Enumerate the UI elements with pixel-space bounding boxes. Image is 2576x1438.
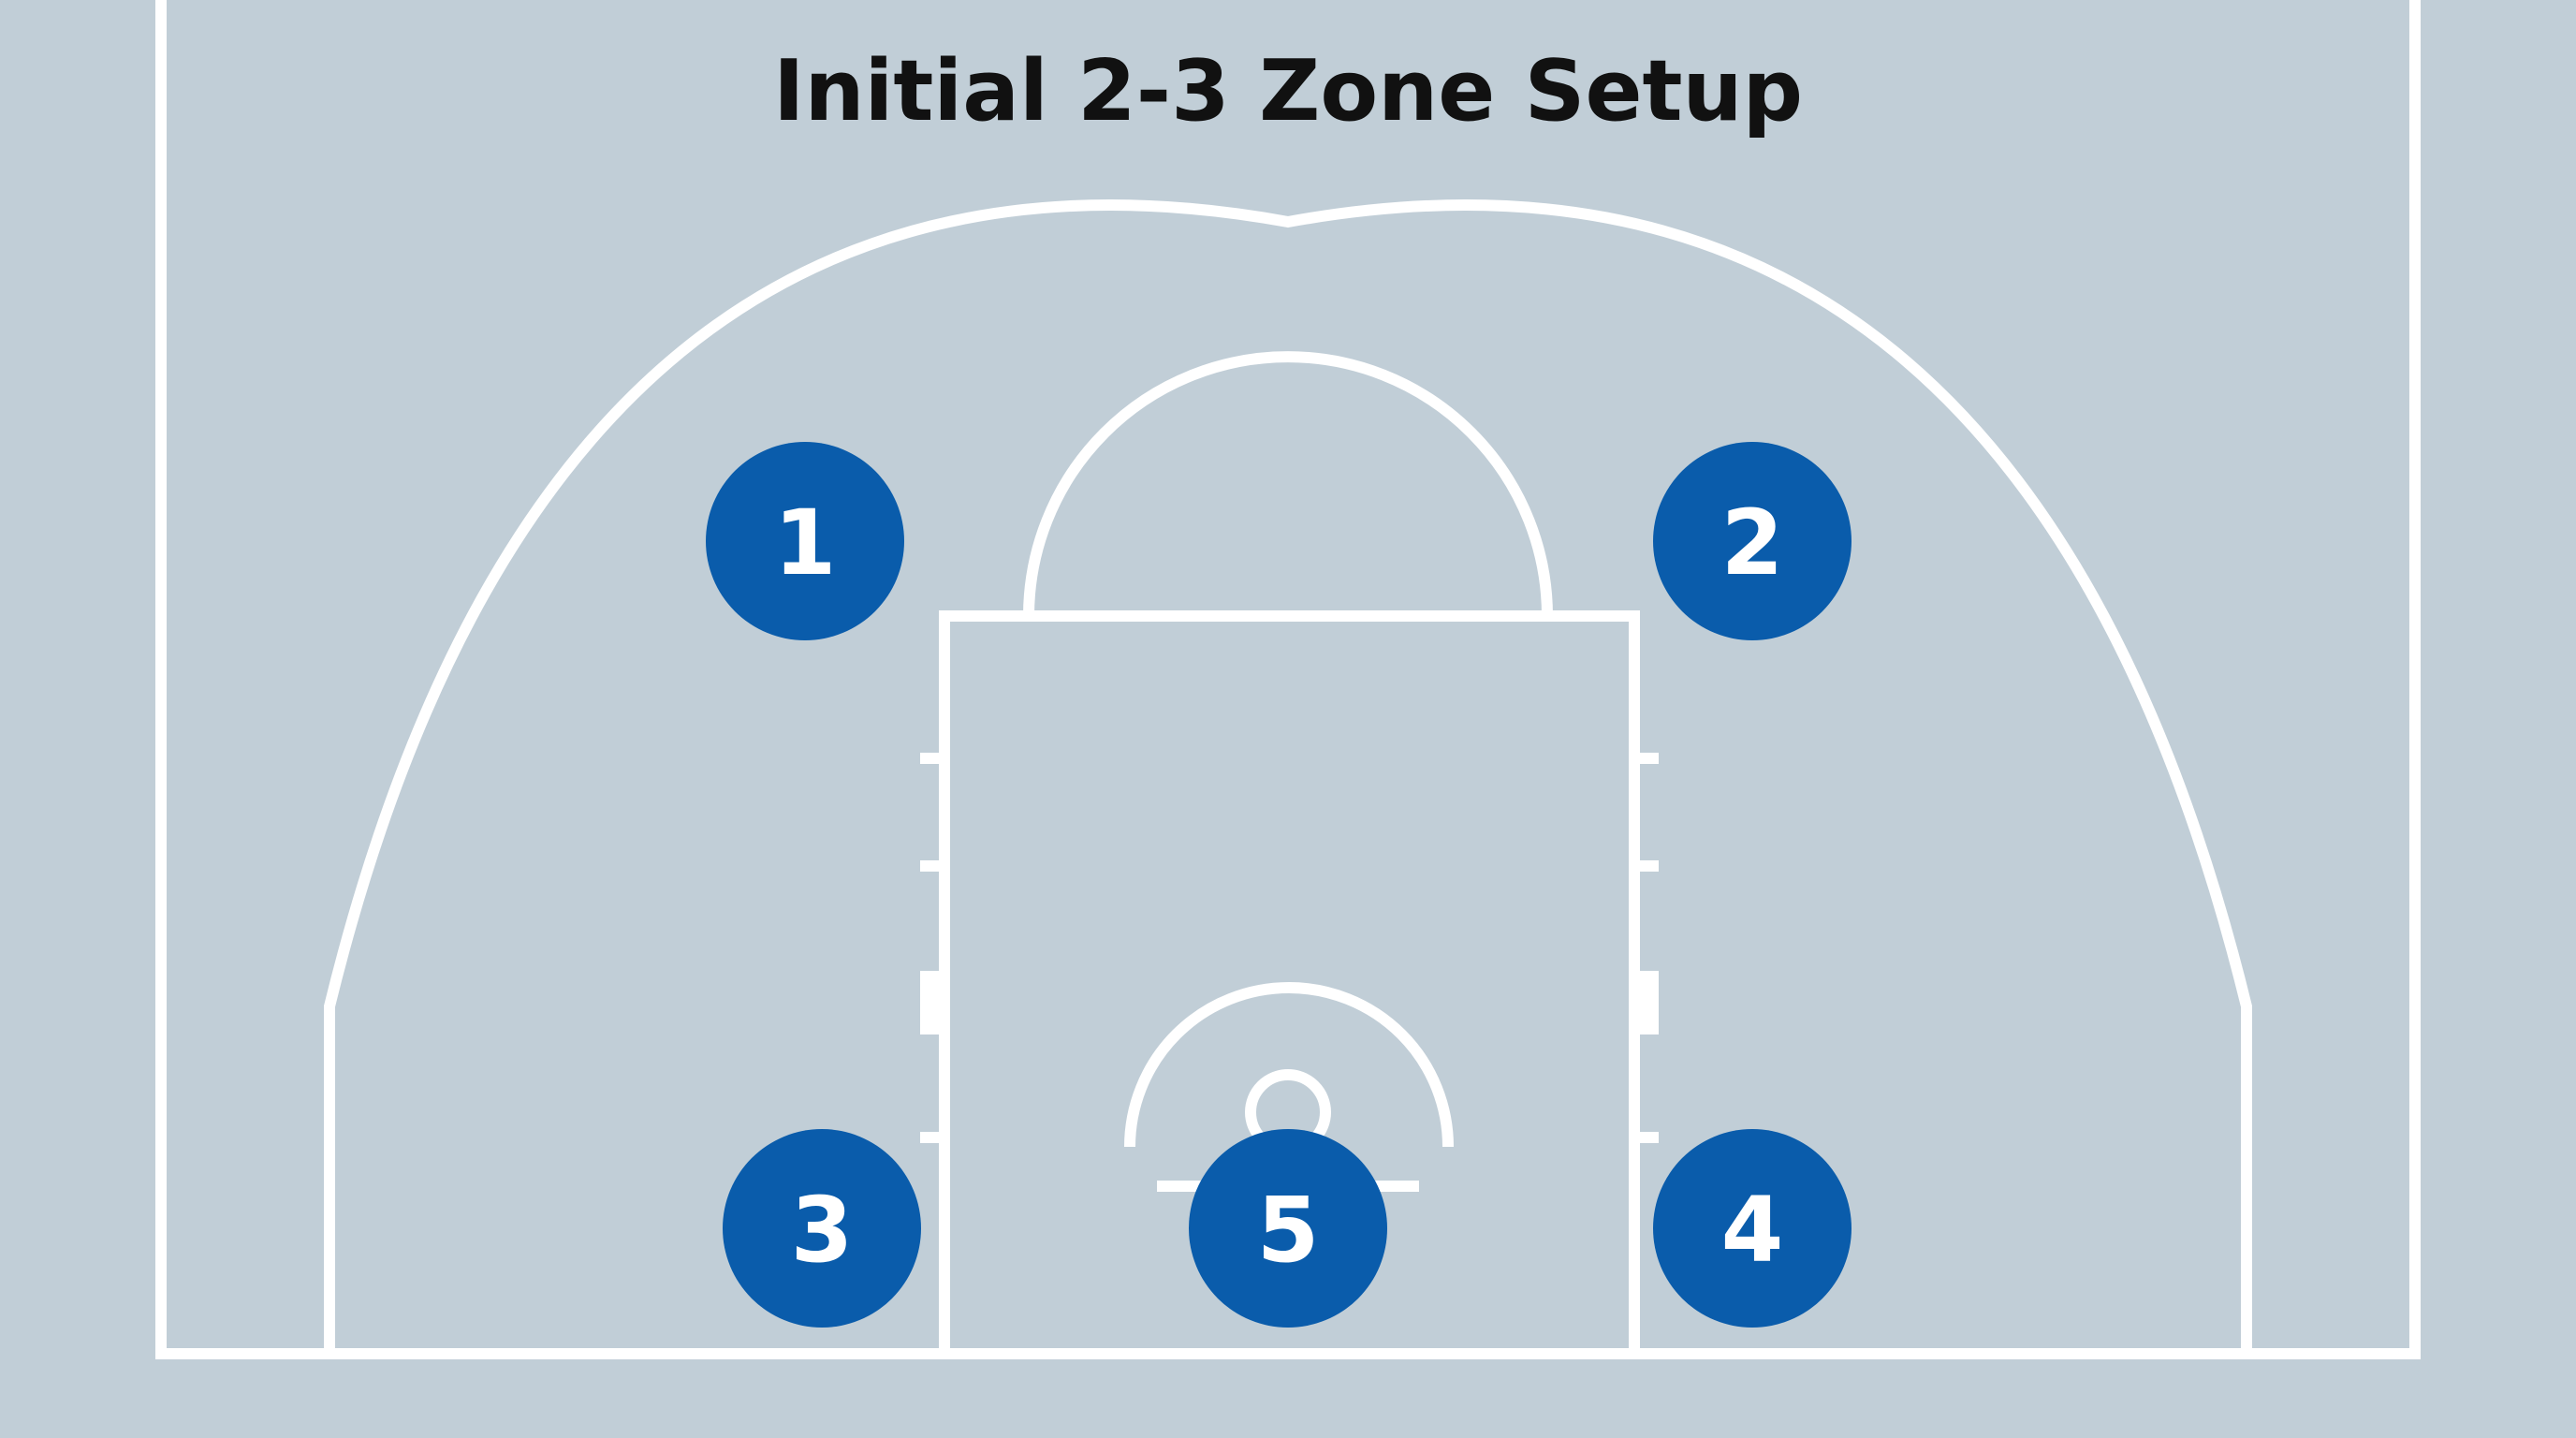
lane-key: [939, 610, 1640, 1359]
player-3-marker: 3: [723, 1129, 921, 1328]
player-2-marker: 2: [1653, 442, 1852, 640]
lane-hash-marks: [920, 753, 1659, 1143]
player-1-label: 1: [774, 491, 837, 595]
lane-block-right: [1638, 971, 1659, 1034]
player-4-marker: 4: [1653, 1129, 1852, 1328]
player-1-circle: [706, 442, 904, 640]
player-2-circle: [1653, 442, 1852, 640]
player-3-circle: [723, 1129, 921, 1328]
lane-blocks: [920, 971, 1659, 1034]
player-5-marker: 5: [1189, 1129, 1387, 1328]
player-4-circle: [1653, 1129, 1852, 1328]
player-3-label: 3: [791, 1178, 854, 1283]
player-2-label: 2: [1721, 491, 1784, 595]
lane-block-left: [920, 971, 941, 1034]
player-5-label: 5: [1257, 1178, 1320, 1283]
players: 1 2 3 4 5: [706, 442, 1852, 1328]
diagram-title: Initial 2-3 Zone Setup: [773, 42, 1803, 140]
player-5-circle: [1189, 1129, 1387, 1328]
player-4-label: 4: [1721, 1178, 1784, 1283]
restricted-area-arc: [1124, 982, 1454, 1148]
free-throw-arc: [1023, 351, 1553, 617]
three-point-line: [324, 199, 2252, 1354]
player-1-marker: 1: [706, 442, 904, 640]
